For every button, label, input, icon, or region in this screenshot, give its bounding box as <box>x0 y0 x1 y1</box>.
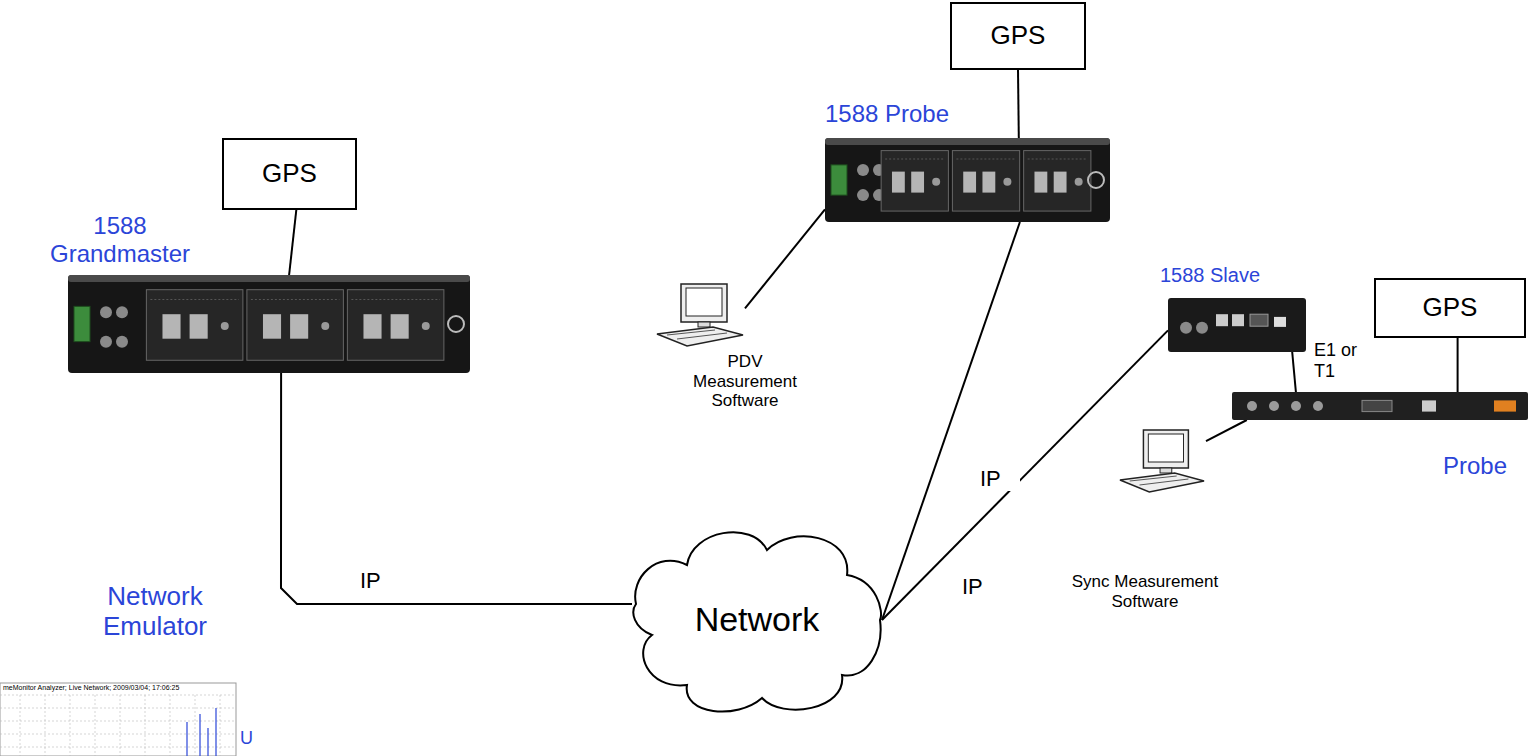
gps-box: GPS <box>222 138 357 210</box>
connector-line <box>1292 352 1296 392</box>
rack-illustration <box>68 275 470 373</box>
connector-line <box>1457 338 1459 392</box>
chart-fragment: U <box>240 728 260 749</box>
grandmaster-device: 1588 Grandmaster <box>68 275 470 373</box>
edge-label: IP <box>962 574 1002 599</box>
node-text: Network <box>695 600 820 639</box>
device-label: Sync Measurement Software <box>1055 572 1235 611</box>
analyzer-chart <box>0 683 236 756</box>
node-text: GPS <box>262 159 317 189</box>
computer-illustration <box>655 282 745 348</box>
device-label: 1588 Grandmaster <box>45 212 195 267</box>
device-label: 1588 Slave <box>1150 264 1270 287</box>
computer-illustration <box>1118 428 1206 494</box>
emulator-label: Network Emulator <box>80 582 230 642</box>
connector-line <box>745 209 825 308</box>
gps-box: GPS <box>950 2 1086 70</box>
edge-label: IP <box>980 466 1020 491</box>
connector-line <box>1206 420 1247 441</box>
device-label: 1588 Probe <box>812 100 962 128</box>
node-text: GPS <box>1423 293 1478 323</box>
gps-box: GPS <box>1374 278 1526 338</box>
node-text: GPS <box>991 21 1046 51</box>
device-label: Probe <box>1420 452 1530 480</box>
network-cloud: Network <box>632 520 882 720</box>
chart-header: meMonitor Analyzer; Live Network; 2009/0… <box>3 684 235 692</box>
rack-illustration <box>825 138 1110 222</box>
connector-line <box>882 222 1020 620</box>
device-label: PDV Measurement Software <box>680 352 810 411</box>
probe-device: Probe <box>1232 392 1528 420</box>
slave-illustration <box>1168 298 1306 352</box>
connector-line <box>281 373 632 604</box>
connector-line <box>289 210 296 275</box>
slave-device: 1588 Slave <box>1168 298 1306 352</box>
connector-line <box>1017 70 1020 138</box>
probe-illustration <box>1232 392 1528 420</box>
probe-device: 1588 Probe <box>825 138 1110 222</box>
edge-label: IP <box>360 568 400 593</box>
computer-icon: Sync Measurement Software <box>1118 428 1206 494</box>
computer-icon: PDV Measurement Software <box>655 282 745 348</box>
edge-label: E1 or T1 <box>1314 340 1366 381</box>
